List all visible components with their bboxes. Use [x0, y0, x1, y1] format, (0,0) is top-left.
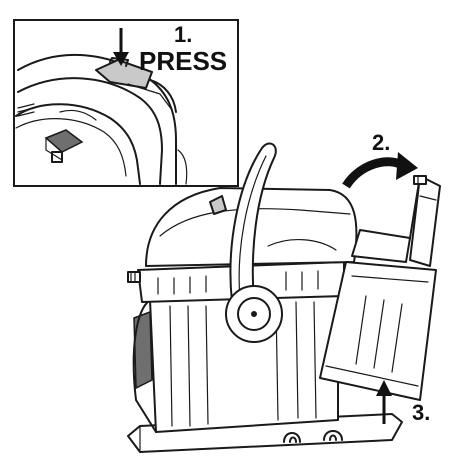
rim-slots	[157, 270, 319, 295]
curved-arrow-right-icon	[342, 152, 418, 189]
arrow-down-icon	[113, 28, 129, 66]
removable-tank	[319, 175, 441, 401]
switch-block	[44, 129, 84, 153]
base-clip-right	[323, 430, 343, 441]
detail-inset: 1. PRESS	[13, 19, 239, 187]
step-3-label: 3.	[412, 400, 430, 425]
arrow-up-icon	[376, 380, 392, 424]
step-1-label: PRESS	[139, 46, 227, 76]
lid-latch	[209, 195, 227, 215]
carry-handle	[229, 142, 277, 305]
base-clip-left	[283, 432, 301, 443]
inset-frame	[13, 19, 239, 187]
main-unit: 2. 3.	[127, 130, 441, 453]
step-1-number: 1.	[174, 22, 192, 47]
tank-nozzle	[413, 175, 427, 185]
side-panel	[133, 310, 153, 390]
step-2-label: 2.	[372, 130, 390, 155]
inset-handle-closeup	[15, 53, 188, 185]
tank-tower	[409, 175, 441, 267]
tank-front	[319, 261, 437, 401]
side-nozzle	[127, 271, 141, 283]
